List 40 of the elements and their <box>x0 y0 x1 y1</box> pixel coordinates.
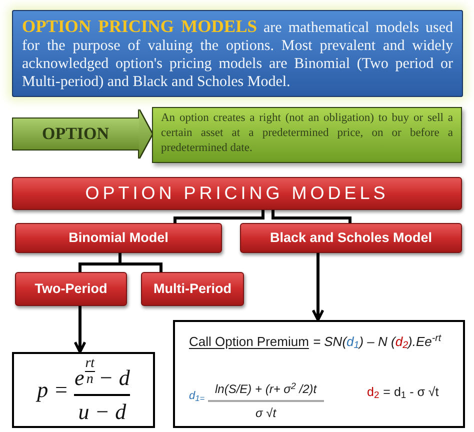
formula-text: e <box>74 367 84 390</box>
formula-label: Call Option Premium <box>189 333 309 351</box>
model-box <box>141 272 244 306</box>
arrow <box>312 253 324 322</box>
info-box <box>12 10 463 97</box>
connector-line <box>174 210 264 223</box>
formula-text: ln(S/E) + (r+ σ$^{2}$ /2)t <box>215 382 317 396</box>
definition-box <box>152 107 462 163</box>
connector-line <box>118 253 162 272</box>
definition-text: An option creates a right (not an obligation) to buy or sell a certain asset at a predetermined price, on or before a predetermined date. <box>161 111 453 156</box>
exponent-text: rt <box>85 357 95 370</box>
intro-paragraph: OPTION PRICING MODELS are mathematical models used for the purpose of valuing the options. Most prevalent and widely acknowledged option's pricing models are Binomial (Two period or Multi-period) and Black and Scholes Model. <box>22 17 453 91</box>
formula-text: ).Ee$^{-rt}$ <box>408 333 442 351</box>
model-box <box>15 272 127 306</box>
model-label: Multi-Period <box>154 280 232 298</box>
title-bar <box>12 177 462 210</box>
formula-text: d$_{2}$ <box>367 384 380 400</box>
formula-text: d$_{1}$ <box>346 333 360 351</box>
title-text: OPTION PRICING MODELS <box>85 182 389 205</box>
edge-label: OPTION <box>42 123 110 146</box>
formula-text: d$_{2}$ <box>395 333 408 351</box>
model-label: Two-Period <box>34 280 108 298</box>
arrow <box>74 306 86 354</box>
formula-text: p = <box>37 379 68 401</box>
formula-text: − d <box>98 367 130 390</box>
formula-box <box>173 320 465 428</box>
model-label: Black and Scholes Model <box>270 228 432 247</box>
formula-text: u − d <box>78 400 126 423</box>
formula-text: ) – N ( <box>359 333 396 351</box>
block-arrow <box>13 110 152 158</box>
connector-line <box>272 210 352 223</box>
exponent-text: n <box>86 373 94 386</box>
formula-text: = SN( <box>312 333 347 351</box>
model-box <box>15 223 222 253</box>
formula-text: = d$_{1}$ - σ √t <box>383 384 439 400</box>
formula-text: d$_{1=}$ <box>189 389 205 404</box>
model-label: Binomial Model <box>68 228 168 247</box>
formula-text: σ √t <box>256 406 276 420</box>
formula-box <box>12 352 155 428</box>
model-box <box>240 223 462 253</box>
